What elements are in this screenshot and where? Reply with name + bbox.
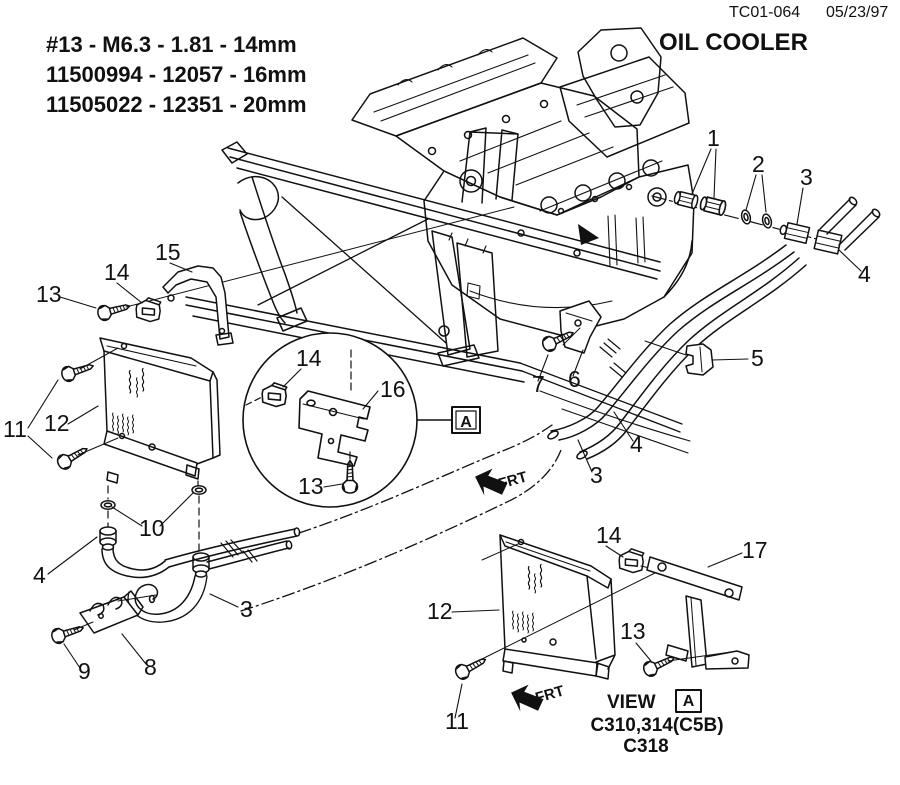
detail-a-marker [416, 406, 481, 434]
callout-12-left: 12 [44, 410, 70, 436]
left-rocker-cover [351, 37, 558, 137]
bracket-6 [559, 300, 602, 354]
view-code-2: C318 [623, 736, 668, 757]
callout-14-left: 14 [104, 259, 130, 285]
support-hook [237, 175, 280, 221]
view-marker-box [675, 689, 702, 713]
clip-5-group [644, 340, 714, 376]
view-label: VIEW [607, 692, 656, 713]
routing-curve-upper [298, 424, 553, 534]
callout-15: 15 [155, 239, 181, 265]
callout-17: 17 [742, 537, 768, 563]
lift-bracket [577, 27, 662, 128]
callout-13-view: 13 [620, 618, 646, 644]
front-bracket [461, 127, 519, 204]
detail-circle [242, 332, 418, 508]
clip-14-view [616, 546, 646, 575]
detail-a-letter: A [460, 414, 472, 431]
intake-manifold [395, 82, 640, 216]
hoses [164, 527, 301, 570]
callout-12-view: 12 [427, 598, 453, 624]
callout-11-view: 11 [445, 708, 469, 734]
view-a-cooler [499, 534, 616, 680]
bolt-11-view [452, 652, 490, 683]
callout-10: 10 [139, 515, 165, 541]
callout-1: 1 [707, 125, 720, 151]
bracket-15-group [95, 265, 234, 346]
callout-13-detail: 13 [298, 473, 324, 499]
callout-11-left: 11 [3, 416, 27, 442]
exhaust-manifold [539, 160, 663, 212]
doc-code: TC01-064 [729, 4, 800, 21]
bracket-8-group [49, 590, 157, 646]
connector-1b [699, 196, 727, 217]
tube-assembly [539, 190, 881, 460]
callout-4-mid: 4 [630, 431, 643, 457]
right-rocker-cover [559, 56, 690, 158]
view-code-1: C310,314(C5B) [590, 715, 723, 736]
doc-date: 05/23/97 [826, 4, 888, 21]
callout-5: 5 [751, 345, 764, 371]
tube-3-line [579, 257, 807, 460]
engine-illustration [351, 27, 695, 336]
bolt-11-lower [54, 441, 92, 473]
callout-4-bottom: 4 [33, 562, 46, 588]
callout-3-top: 3 [800, 164, 813, 190]
lower-left-tubes [49, 480, 301, 646]
bolt-11-upper [59, 357, 97, 384]
text-layer: TC01-064 05/23/97 OIL COOLER #13 - M6.3 … [3, 4, 888, 757]
bolt-9 [49, 619, 87, 646]
callout-13-left: 13 [36, 281, 62, 307]
connector-1a [673, 190, 699, 210]
callout-9: 9 [78, 658, 91, 684]
x-brace [257, 196, 447, 344]
fastener-note-line2: 11500994 - 12057 - 16mm [46, 62, 307, 87]
page-title: OIL COOLER [659, 29, 808, 56]
callout-3-mid: 3 [590, 462, 603, 488]
routing-curve-lower [240, 449, 562, 612]
seal-2a [739, 208, 753, 226]
o-ring-10b [191, 485, 207, 495]
radiator-support [125, 141, 691, 454]
callout-8: 8 [144, 654, 157, 680]
oil-filter-boss [647, 187, 667, 207]
bracket-6-group [539, 300, 602, 355]
tube-4-fitting [99, 526, 170, 579]
frt-label-mid: FRT [496, 468, 529, 492]
bracket-17 [646, 556, 750, 670]
callout-2: 2 [752, 151, 765, 177]
view-marker-letter: A [683, 693, 695, 710]
fastener-note-line3: 11505022 - 12351 - 20mm [46, 92, 307, 117]
left-oil-cooler [54, 336, 221, 484]
leader-lines [27, 148, 862, 719]
bracket-15 [162, 265, 230, 340]
bracket-16 [298, 390, 371, 467]
callout-4-top: 4 [858, 261, 871, 287]
callout-14-detail: 14 [296, 345, 322, 371]
seal-2b [760, 212, 774, 230]
view-a-section [452, 533, 750, 717]
callout-7: 7 [532, 371, 545, 397]
engine-block [423, 164, 695, 336]
fastener-note-line1: #13 - M6.3 - 1.81 - 14mm [46, 32, 297, 57]
callout-3-bottom: 3 [240, 596, 253, 622]
frt-label-view: FRT [533, 682, 566, 706]
support-post [431, 230, 471, 356]
callout-14-view: 14 [596, 522, 622, 548]
clip-5 [685, 343, 714, 376]
callout-16: 16 [380, 376, 406, 402]
fitting-3 [779, 221, 811, 245]
bolt-13-left [95, 298, 133, 323]
callout-6: 6 [568, 366, 581, 392]
tube-4-line [550, 244, 795, 441]
